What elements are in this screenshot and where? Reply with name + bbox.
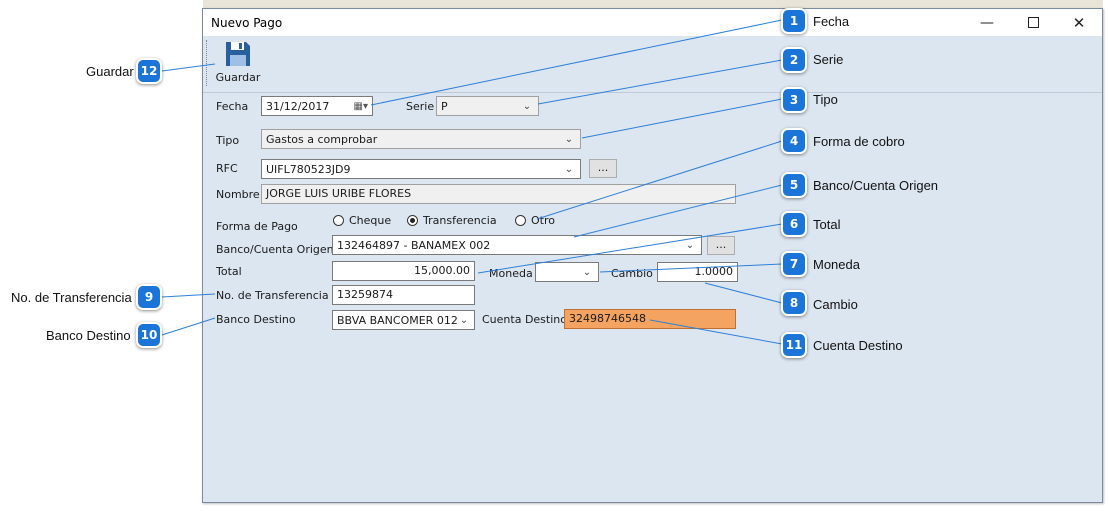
total-field[interactable]: 15,000.00 [332, 261, 475, 281]
leader-line-cambio [704, 282, 783, 304]
save-button[interactable]: Guardar [213, 38, 263, 90]
leader-line-fecha [370, 19, 783, 106]
forma-de-pago-label: Forma de Pago [216, 220, 298, 233]
callout-badge: 5 [781, 172, 807, 198]
total-label: Total [216, 265, 242, 278]
leader-line-moneda [599, 263, 783, 273]
leader-line-cuenta-destino [649, 319, 783, 345]
close-icon: ✕ [1072, 13, 1086, 32]
radio-circle-selected [407, 215, 418, 226]
minimize-button[interactable]: — [964, 9, 1010, 36]
tipo-label: Tipo [216, 134, 240, 147]
rfc-select[interactable]: UIFL780523JD9 ⌄ [261, 159, 581, 179]
cuenta-destino-field[interactable]: 32498746548 [564, 309, 736, 329]
chevron-down-icon: ⌄ [459, 314, 469, 326]
floppy-disk-icon [226, 42, 250, 66]
callout-text: Total [813, 217, 841, 232]
radio-cheque[interactable]: Cheque [333, 214, 391, 227]
callout-text: Guardar [86, 64, 134, 79]
callout-badge: 4 [781, 128, 807, 154]
transferencia-field[interactable]: 13259874 [332, 285, 475, 305]
leader-line-guardar [161, 63, 216, 72]
callout-text: Banco Destino [46, 328, 131, 343]
banco-origen-label: Banco/Cuenta Origen [216, 243, 334, 256]
fecha-datepicker[interactable]: 31/12/2017 ▦▾ [261, 96, 373, 116]
callout-text: Fecha [813, 14, 850, 29]
callout-badge: 8 [781, 290, 807, 316]
nombre-label: Nombre [216, 188, 260, 201]
chevron-down-icon: ⌄ [522, 100, 532, 112]
banco-destino-value: BBVA BANCOMER 012 [337, 313, 458, 327]
chevron-down-icon: ⌄ [564, 133, 574, 145]
title-bar: Nuevo Pago — ✕ [203, 9, 1102, 36]
callout-text: Cuenta Destino [813, 338, 903, 353]
background-app-strip [203, 0, 1103, 8]
cuenta-destino-label: Cuenta Destino [482, 313, 567, 326]
save-label: Guardar [215, 71, 261, 84]
chevron-down-icon: ⌄ [685, 239, 695, 251]
banco-origen-select[interactable]: 132464897 - BANAMEX 002 ⌄ [332, 235, 702, 255]
callout-text: No. de Transferencia [11, 290, 132, 305]
banco-origen-value: 132464897 - BANAMEX 002 [337, 238, 491, 252]
callout-badge: 3 [781, 87, 807, 113]
callout-text: Serie [813, 52, 844, 67]
callout-badge: 12 [136, 58, 162, 84]
window-title: Nuevo Pago [211, 16, 283, 30]
callout-text: Banco/Cuenta Origen [813, 178, 939, 193]
callout-badge: 2 [781, 47, 807, 73]
rfc-browse-button[interactable]: ... [589, 159, 617, 178]
callout-badge: 10 [136, 322, 162, 348]
moneda-select[interactable]: ⌄ [535, 262, 599, 282]
leader-line-forma-cobro [536, 140, 783, 220]
leader-line-banco-origen [573, 184, 783, 238]
leader-line-total [477, 223, 783, 274]
nombre-field[interactable]: JORGE LUIS URIBE FLORES [261, 184, 736, 204]
callout-badge: 6 [781, 211, 807, 237]
callout-badge: 1 [781, 8, 807, 34]
callout-text: Forma de cobro [813, 134, 905, 149]
tipo-value: Gastos a comprobar [266, 132, 378, 146]
radio-circle [515, 215, 526, 226]
radio-transferencia[interactable]: Transferencia [407, 214, 497, 227]
maximize-button[interactable] [1010, 9, 1056, 36]
nuevo-pago-window: Nuevo Pago — ✕ Guardar Fecha 31/12/2017 … [202, 8, 1103, 503]
radio-circle [333, 215, 344, 226]
transferencia-label: No. de Transferencia [216, 289, 329, 302]
banco-destino-select[interactable]: BBVA BANCOMER 012 ⌄ [332, 310, 475, 330]
leader-line-transferencia [161, 293, 216, 298]
chevron-down-icon: ⌄ [564, 163, 574, 175]
callout-text: Cambio [813, 297, 858, 312]
fecha-value: 31/12/2017 [266, 99, 330, 113]
leader-line-tipo [581, 98, 783, 139]
callout-badge: 7 [781, 251, 807, 277]
close-button[interactable]: ✕ [1056, 9, 1102, 36]
radio-otro[interactable]: Otro [515, 214, 555, 227]
leader-line-banco-destino [161, 317, 216, 336]
radio-transferencia-label: Transferencia [423, 214, 497, 227]
fecha-label: Fecha [216, 100, 249, 113]
moneda-label: Moneda [489, 267, 533, 280]
banco-origen-browse-button[interactable]: ... [707, 236, 735, 255]
minimize-icon: — [980, 14, 994, 31]
tipo-select[interactable]: Gastos a comprobar ⌄ [261, 129, 581, 149]
serie-label: Serie [406, 100, 435, 113]
banco-destino-label: Banco Destino [216, 313, 296, 326]
toolbar-grip[interactable] [206, 40, 210, 86]
radio-cheque-label: Cheque [349, 214, 392, 227]
rfc-label: RFC [216, 162, 238, 175]
serie-value: P [441, 99, 448, 113]
calendar-icon: ▦▾ [353, 100, 368, 112]
radio-otro-label: Otro [531, 214, 555, 227]
callout-text: Tipo [813, 92, 838, 107]
chevron-down-icon: ⌄ [582, 266, 592, 278]
maximize-icon [1027, 17, 1039, 28]
serie-select[interactable]: P ⌄ [436, 96, 539, 116]
callout-badge: 9 [136, 284, 162, 310]
callout-badge: 11 [781, 332, 807, 358]
leader-line-serie [537, 59, 783, 105]
callout-text: Moneda [813, 257, 860, 272]
rfc-value: UIFL780523JD9 [266, 162, 351, 176]
